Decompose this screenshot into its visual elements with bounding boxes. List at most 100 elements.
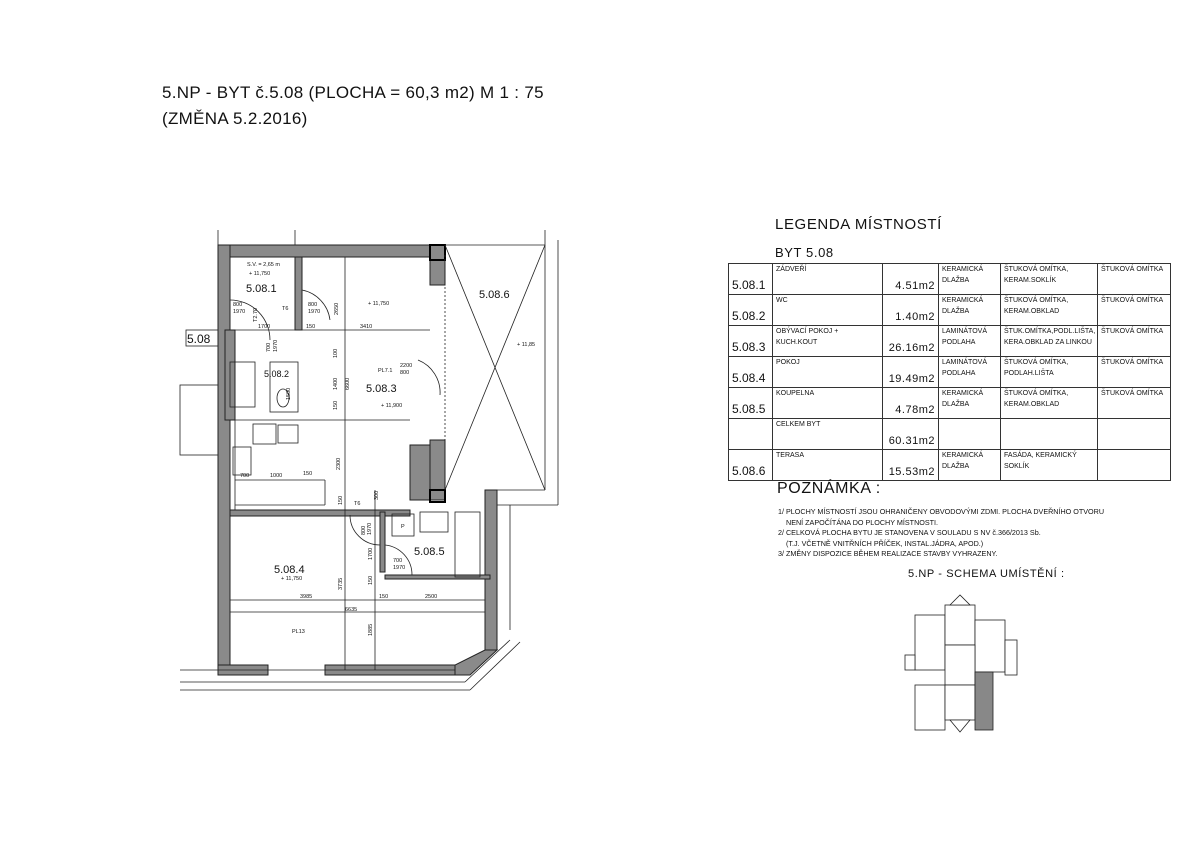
floor-finish: KERAMICKÁ DLAŽBA [938,449,1001,481]
tag: T6 [354,501,360,507]
room-id: 5.08.2 [728,294,773,326]
wall-finish [1000,418,1098,450]
dimension: 2500 [425,594,437,600]
tag: PL7.1 [378,368,392,374]
room-name: TERASA [772,449,883,481]
wall-finish: ŠTUKOVÁ OMÍTKA, KERAM.OBKLAD [1000,294,1098,326]
room-label-5.08.3: 5.08.3 [366,383,397,395]
wall-finish: ŠTUKOVÁ OMÍTKA, PODLAH.LIŠTA [1000,356,1098,388]
terrace-lines [179,230,559,691]
room-id: 5.08.5 [728,387,773,419]
dimension: 3735 [338,578,344,590]
room-label-5.08.5: 5.08.5 [414,546,445,558]
room-id: 5.08.3 [728,325,773,357]
dimension: 150 [303,471,312,477]
plan-annotations: S.V. = 2,65 m + 11,750 + 11,750 + 11,900… [233,262,535,636]
door-height: 1970 [367,523,373,535]
ceiling-finish [1097,449,1171,481]
room-area: 26.16m2 [882,325,939,357]
room-name: WC [772,294,883,326]
dimension: 150 [306,324,315,330]
location-schema [904,594,1018,733]
dimension: 1700 [258,324,270,330]
tag: T6 [282,306,288,312]
dimension: 1400 [333,378,339,390]
sheet-subtitle: (ZMĚNA 5.2.2016) [162,109,308,128]
note-item: NENÍ ZAPOČÍTÁNA DO PLOCHY MÍSTNOSTI. [786,517,939,527]
room-name: KOUPELNA [772,387,883,419]
dimension: 1500 [286,388,292,400]
door-height: 1970 [273,340,279,352]
door-width: 2200 [400,363,412,369]
tag: PL13 [292,629,305,635]
note-item: 2/ CELKOVÁ PLOCHA BYTU JE STANOVENA V SO… [778,528,1041,537]
floor-finish [938,418,1001,450]
room-name: CELKEM BYT [772,418,883,450]
dimension: 1885 [368,624,374,636]
level-mark: + 11,750 [281,576,302,582]
tag: P [401,524,405,530]
room-id: 5.08.1 [728,263,773,295]
notes-title: POZNÁMKA : [777,480,881,497]
ceiling-finish [1097,418,1171,450]
level-mark: + 11,900 [381,403,402,409]
door-height: 800 [400,370,409,376]
dimension: 150 [338,496,344,505]
room-name: ZÁDVEŘÍ [772,263,883,295]
room-area: 60.31m2 [882,418,939,450]
level-mark: + 11,750 [368,301,389,307]
door-width: 800 [361,526,367,535]
walls [217,244,499,676]
dimension: 1700 [368,548,374,560]
door-width: 800 [308,302,317,308]
legend-subtitle: BYT 5.08 [775,245,834,260]
wall-finish: FASÁDA, KERAMICKÝ SOKLÍK [1000,449,1098,481]
dimension: 2650 [334,303,340,315]
clear-height: S.V. = 2,65 m [247,262,280,268]
room-id: 5.08.6 [728,449,773,481]
door-width: 700 [266,343,272,352]
note-item: (T.J. VČETNĚ VNITŘNÍCH PŘÍČEK, INSTAL.JÁ… [786,538,984,548]
room-name: POKOJ [772,356,883,388]
sheet-title: 5.NP - BYT č.5.08 (PLOCHA = 60,3 m2) M 1… [162,83,544,102]
dimension: 700 [240,473,249,479]
floor-finish: LAMINÁTOVÁ PODLAHA [938,356,1001,388]
door-width: 800 [233,302,242,308]
dimension: 3985 [300,594,312,600]
dimension: 3410 [360,324,372,330]
wall-finish: ŠTUKOVÁ OMÍTKA, KERAM.SOKLÍK [1000,263,1098,295]
room-label-5.08.6: 5.08.6 [479,289,510,301]
floor-finish: KERAMICKÁ DLAŽBA [938,263,1001,295]
room-area: 1.40m2 [882,294,939,326]
room-label-5.08.2: 5.08.2 [264,369,289,379]
level-mark: + 11,85 [517,342,535,348]
dimension: 6635 [345,607,357,613]
dimension: 100 [333,349,339,358]
floor-finish: KERAMICKÁ DLAŽBA [938,387,1001,419]
ceiling-finish: ŠTUKOVÁ OMÍTKA [1097,263,1171,295]
tag: T2.70 [253,308,259,322]
door-height: 1970 [233,309,245,315]
door-width: 700 [393,558,402,564]
dimension: 2300 [336,458,342,470]
wall-finish: ŠTUKOVÁ OMÍTKA, KERAM.OBKLAD [1000,387,1098,419]
notes-list: 1/ PLOCHY MÍSTNOSTÍ JSOU OHRANIČENY OBVO… [778,507,1104,560]
room-name: OBÝVACÍ POKOJ + KUCH.KOUT [772,325,883,357]
unit-tag: 5.08 [187,332,211,346]
dimension: 6600 [345,378,351,390]
dimension: 150 [368,576,374,585]
floor-finish: LAMINÁTOVÁ PODLAHA [938,325,1001,357]
room-labels: 5.08 5.08.1 5.08.2 5.08.3 5.08.4 5.08.5 … [187,283,510,576]
ceiling-finish: ŠTUKOVÁ OMÍTKA [1097,325,1171,357]
note-item: 1/ PLOCHY MÍSTNOSTÍ JSOU OHRANIČENY OBVO… [778,507,1105,516]
room-id: 5.08.4 [728,356,773,388]
wall-finish: ŠTUK.OMÍTKA,PODL.LIŠTA, KERA.OBKLAD ZA L… [1000,325,1098,357]
ceiling-finish: ŠTUKOVÁ OMÍTKA [1097,356,1171,388]
